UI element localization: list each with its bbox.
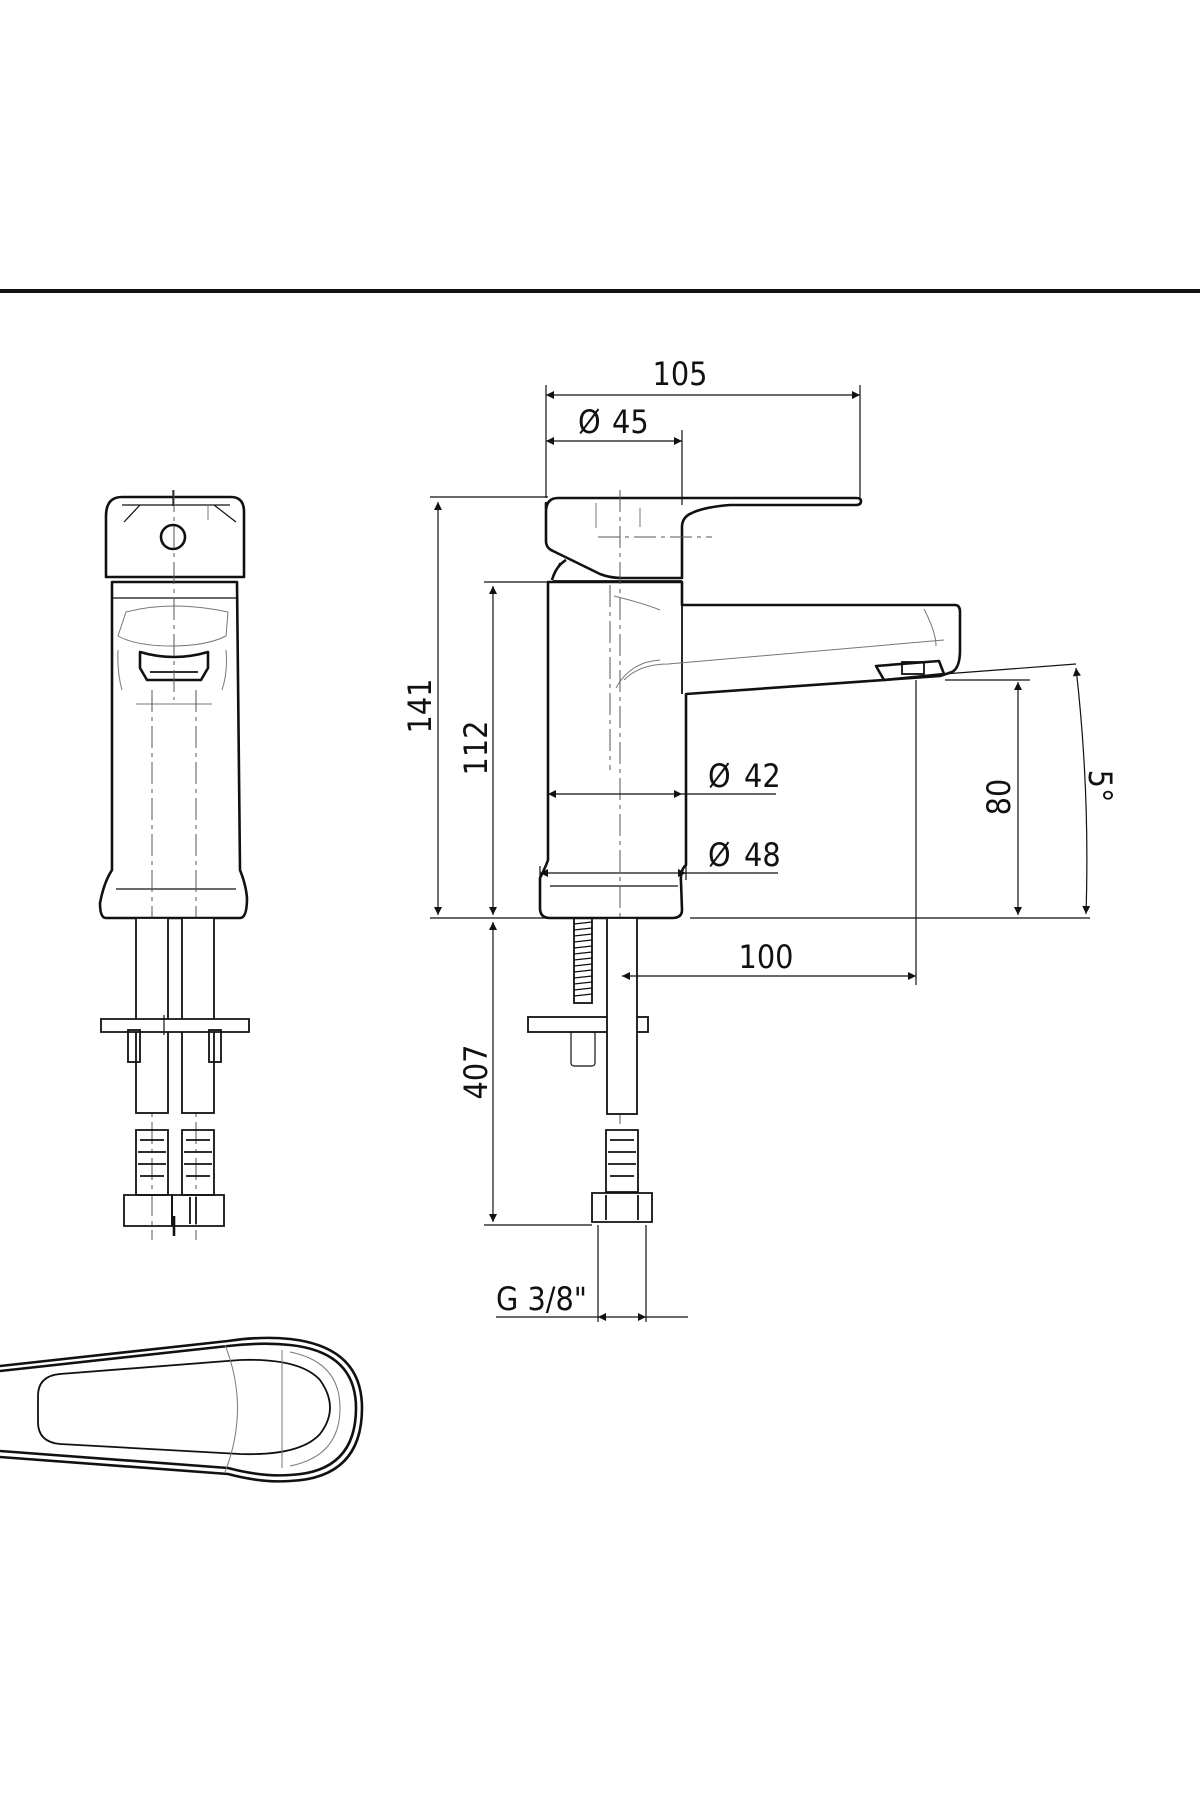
dim-handle-diameter-symbol: Ø xyxy=(578,403,601,441)
dim-base-diameter: 48 xyxy=(744,836,781,874)
dim-thread: G 3/8" xyxy=(496,1280,587,1318)
dim-hose-length: 407 xyxy=(457,1045,495,1100)
dim-spout-projection: 100 xyxy=(739,938,794,976)
dim-body-diameter: 42 xyxy=(744,757,781,795)
dim-body-height: 112 xyxy=(457,721,495,776)
side-view xyxy=(527,490,962,1223)
dim-spout-angle: 5° xyxy=(1081,770,1119,803)
dim-body-diameter-symbol: Ø xyxy=(708,757,731,795)
dim-overall-reach: 105 xyxy=(653,355,708,393)
dimension-labels: 105 Ø 45 141 112 Ø 42 Ø 48 80 5° 100 407… xyxy=(401,355,1119,1318)
front-view xyxy=(98,490,250,1240)
dimension-lines xyxy=(430,385,1091,1322)
top-view xyxy=(0,1336,364,1483)
dim-handle-diameter: 45 xyxy=(612,403,649,441)
dim-overall-height: 141 xyxy=(401,679,439,734)
dim-base-diameter-symbol: Ø xyxy=(708,836,731,874)
dim-spout-clearance: 80 xyxy=(980,779,1018,816)
